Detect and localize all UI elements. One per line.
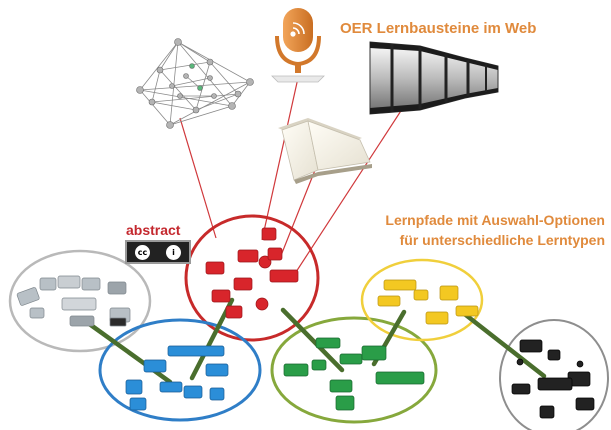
blue-lego-bricks (125, 345, 229, 411)
network-graph-icon (136, 38, 254, 129)
red-lego-bricks (205, 227, 299, 319)
black-lego-bricks (511, 339, 595, 419)
network-nodes (136, 38, 254, 129)
cluster-red-ellipse (184, 214, 320, 342)
network-edges (139, 41, 251, 126)
learning-paths-label-line-1: Lernpfade mit Auswahl-Optionen (385, 212, 605, 228)
path-red-green (280, 307, 345, 373)
cc-icon: cc (135, 244, 150, 260)
cluster-black-ellipse (499, 319, 609, 430)
cluster-gray-ellipse (8, 249, 152, 353)
cc-license-badge: cc i (125, 240, 191, 264)
connector-podcast (261, 77, 299, 241)
abstract-label: abstract (126, 222, 181, 238)
connector-network (179, 117, 217, 239)
path-red-blue (189, 297, 235, 381)
cluster-green-ellipse (270, 316, 438, 424)
podcast-microphone-icon (271, 8, 325, 83)
learning-paths-label-line-2: für unterschiedliche Lerntypen (399, 232, 605, 248)
cluster-yellow-ellipse (360, 258, 484, 342)
connector-film (295, 99, 409, 273)
oer-title: OER Lernbausteine im Web (340, 20, 537, 37)
cluster-blue-ellipse (98, 318, 262, 422)
gray-lego-bricks (16, 275, 131, 327)
open-book-icon (278, 118, 372, 184)
film-strip-icon (369, 41, 499, 115)
green-lego-bricks (283, 337, 425, 411)
yellow-lego-bricks (377, 279, 479, 325)
path-yellow-black (459, 309, 547, 379)
by-icon: i (166, 244, 181, 260)
